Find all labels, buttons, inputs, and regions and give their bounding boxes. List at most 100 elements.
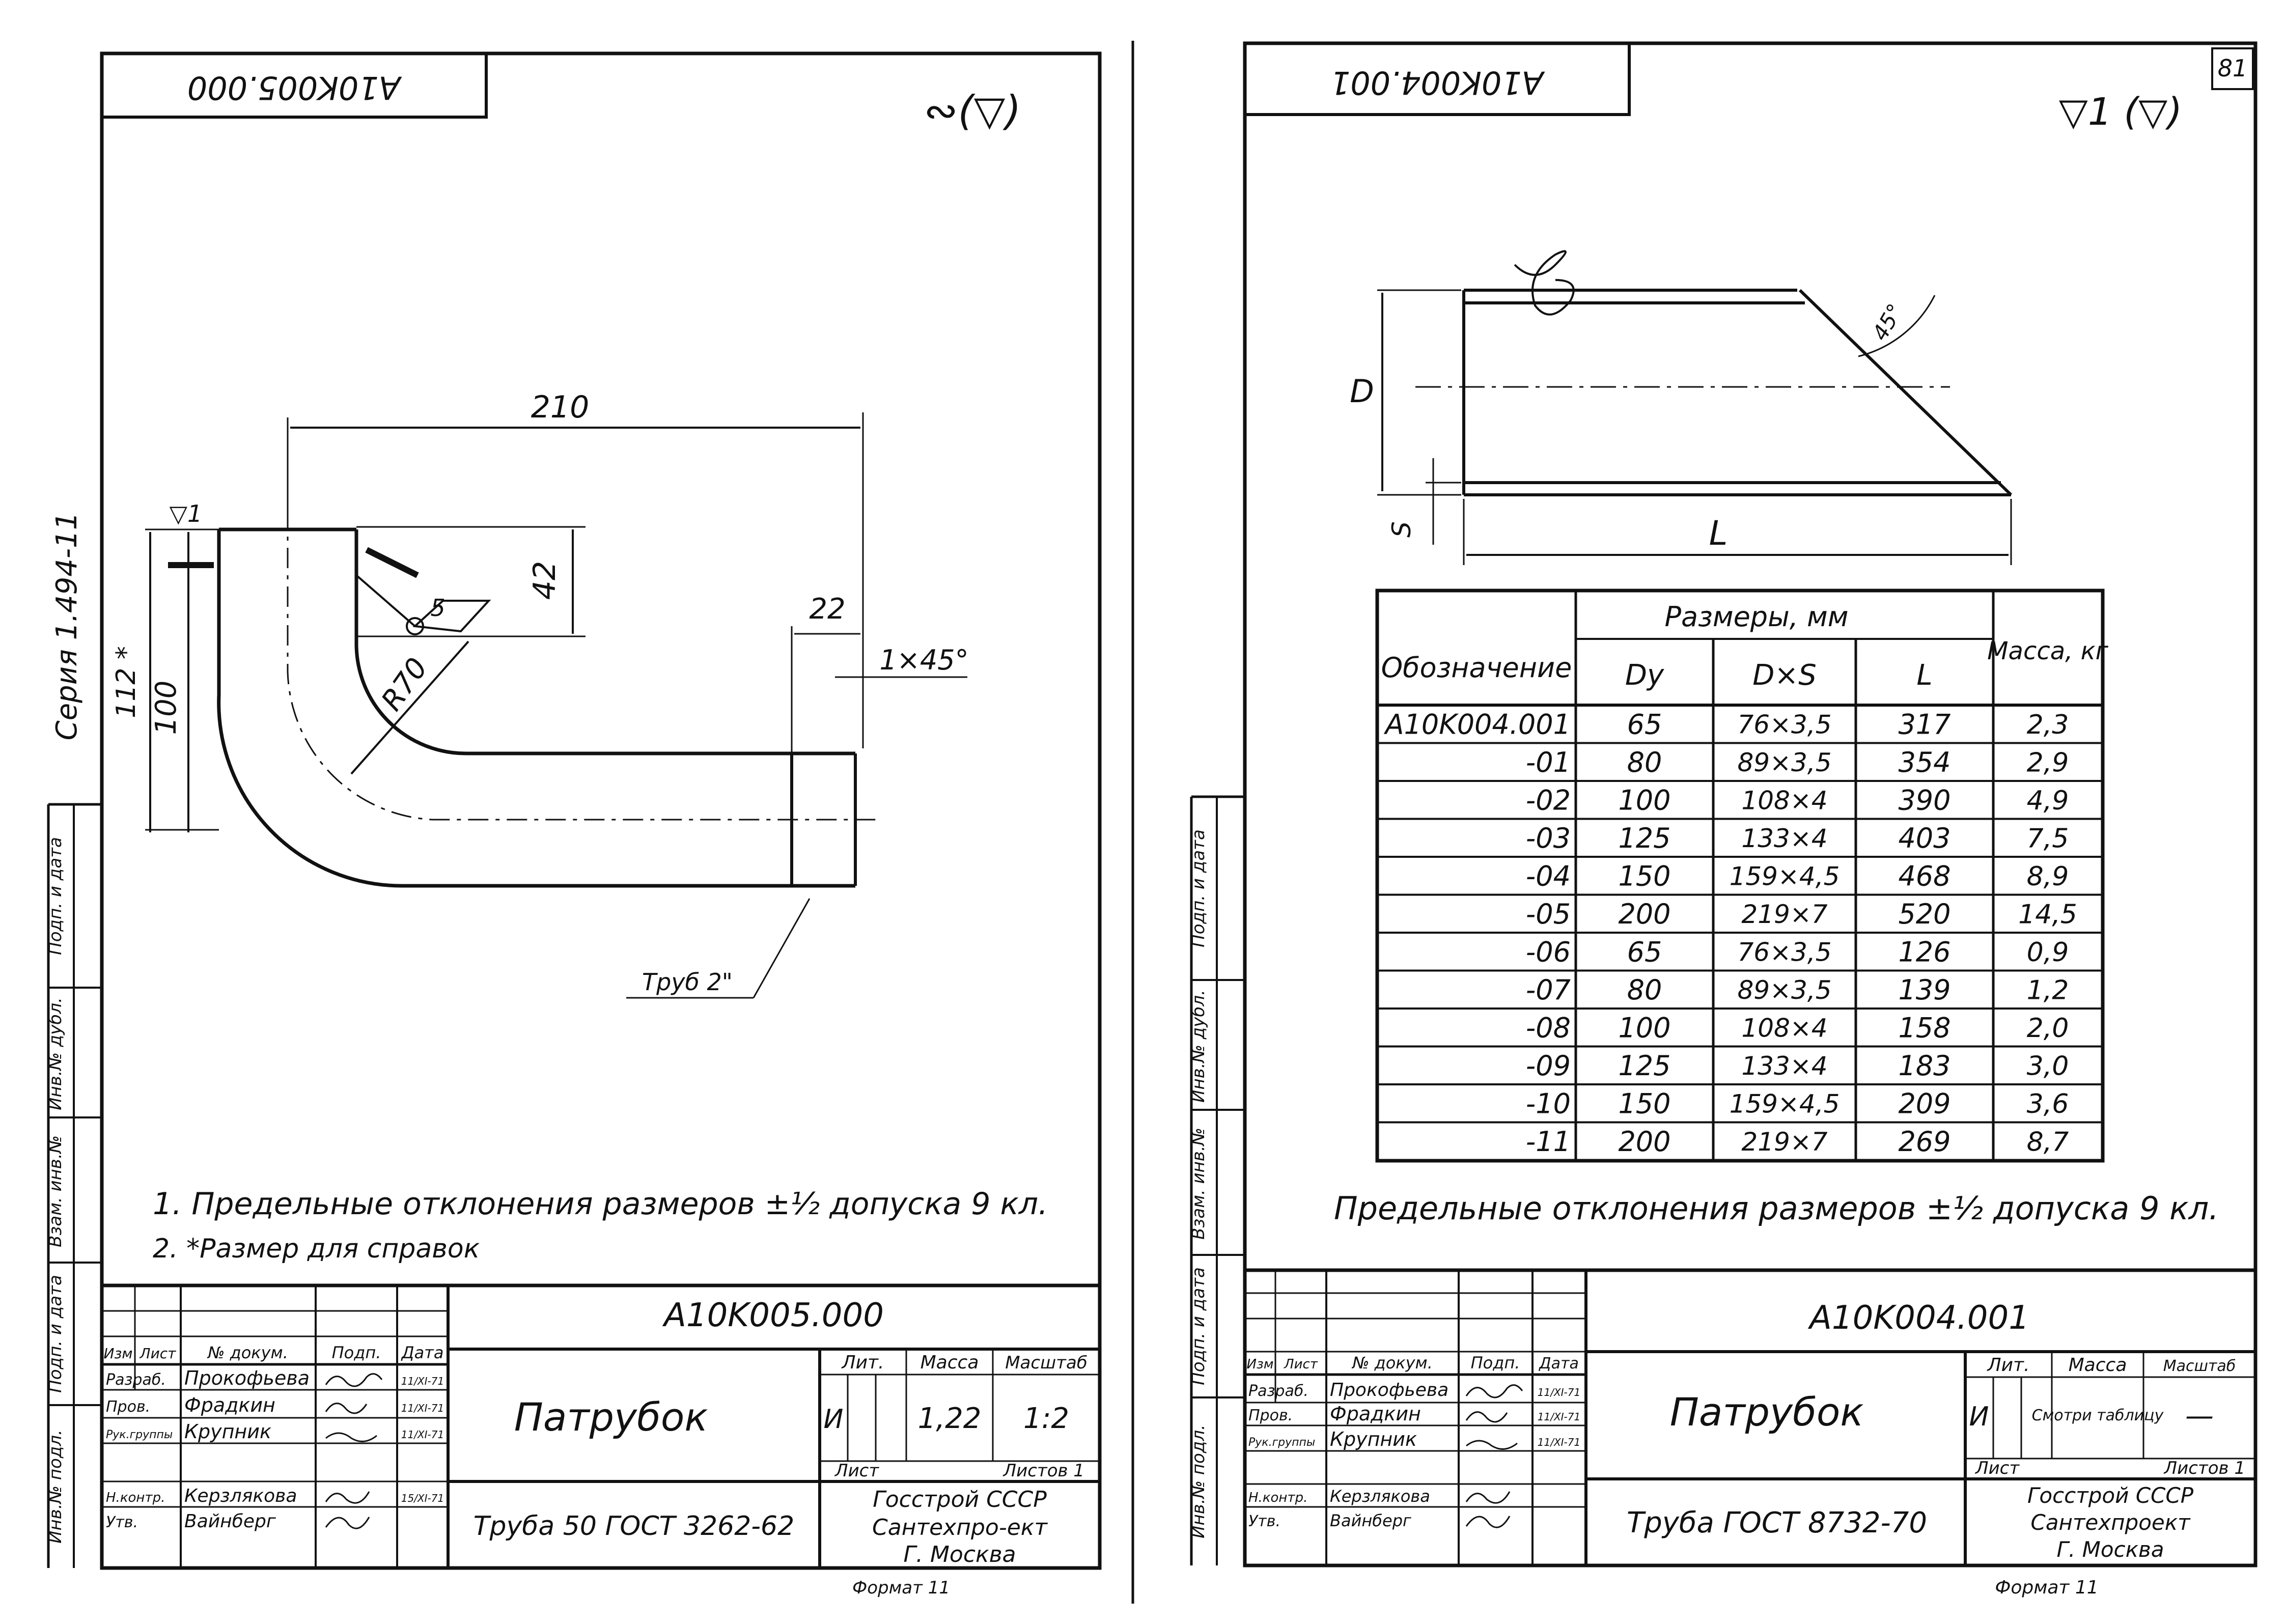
cell-mass: 3,0 — [2027, 1051, 2069, 1081]
left-scale-value: 1:2 — [1023, 1402, 1069, 1435]
tube-label: Труб 2" — [642, 968, 733, 996]
right-person-4: Вайнберг — [1330, 1511, 1411, 1530]
cell-mass: 0,9 — [2027, 937, 2069, 968]
cell-designation: -05 — [1526, 898, 1571, 930]
left-scale-header: Масштаб — [1005, 1353, 1088, 1373]
right-scale-value: — — [2185, 1399, 2214, 1433]
right-role-0: Разраб. — [1248, 1382, 1308, 1400]
cell-dy: 125 — [1618, 1050, 1670, 1082]
left-note-1: 1. Предельные отклонения размеров ±½ доп… — [153, 1186, 1048, 1222]
left-side-label-2: Взам. инв.№ — [45, 1135, 66, 1247]
cell-mass: 3,6 — [2027, 1089, 2069, 1119]
left-sheet-label: Лист — [834, 1461, 879, 1481]
cell-designation: -11 — [1526, 1126, 1571, 1158]
right-title-block: A10K004.001 Патрубок Труба ГОСТ 8732-70 … — [1245, 1268, 2255, 1598]
cell-designation: -09 — [1526, 1050, 1571, 1082]
cell-l: 317 — [1898, 709, 1950, 741]
left-org-line-2: Сантехпро-ект — [872, 1515, 1048, 1541]
th-dxs: D×S — [1752, 659, 1817, 692]
right-lit-header: Лит. — [1987, 1355, 2030, 1376]
right-role-2: Рук.группы — [1248, 1436, 1315, 1449]
right-hdr-date: Дата — [1538, 1355, 1579, 1373]
left-person-0: Прокофьева — [184, 1367, 310, 1389]
dim-22: 22 — [809, 593, 845, 626]
cell-dy: 65 — [1627, 936, 1662, 968]
right-org-line-2: Сантехпроект — [2030, 1510, 2191, 1535]
left-hdr-doc: № докум. — [207, 1343, 288, 1362]
right-side-label-2: Взам. инв.№ — [1188, 1128, 1209, 1240]
cell-designation: -08 — [1526, 1012, 1571, 1044]
right-date-1: 11/XI-71 — [1538, 1411, 1580, 1423]
cell-dy: 80 — [1627, 746, 1662, 778]
left-date-3: 15/XI-71 — [401, 1492, 444, 1504]
cell-dxs: 159×4,5 — [1730, 861, 1840, 891]
cell-l: 354 — [1898, 746, 1950, 778]
right-side-label-3: Инв.№ дубл. — [1188, 990, 1209, 1103]
left-code-box — [100, 52, 488, 119]
right-person-2: Крупник — [1330, 1428, 1417, 1450]
dim-D: D — [1350, 373, 1374, 410]
right-side-label-0: Инв.№ подл. — [1188, 1424, 1209, 1538]
dim-1x45: 1×45° — [879, 644, 968, 676]
left-stamp-code: A10K005.000 — [662, 1297, 884, 1334]
cell-l: 139 — [1898, 974, 1950, 1006]
right-side-label-4: Подп. и дата — [1188, 829, 1209, 947]
left-side-label-0: Инв.№ подл. — [45, 1430, 66, 1544]
cell-dy: 65 — [1627, 709, 1662, 741]
th-mass: Масса, кг — [1987, 637, 2109, 665]
left-hdr-list: Лист — [140, 1345, 177, 1362]
cell-dy: 80 — [1627, 974, 1662, 1006]
left-roughness-sign: ∾(▽) — [924, 87, 1021, 134]
left-hdr-izm: Изм — [104, 1345, 133, 1362]
page-number: 81 — [2218, 54, 2248, 82]
cell-designation: -02 — [1526, 785, 1571, 817]
cell-designation: -10 — [1526, 1088, 1571, 1120]
cell-dy: 125 — [1618, 822, 1670, 854]
surface-mark-left: ▽1 — [170, 500, 203, 527]
dim-L: L — [1709, 514, 1728, 553]
dim-210: 210 — [531, 389, 590, 425]
cell-mass: 7,5 — [2027, 823, 2069, 854]
right-hdr-doc: № докум. — [1351, 1353, 1433, 1373]
cell-dxs: 159×4,5 — [1730, 1089, 1840, 1118]
cell-dxs: 89×3,5 — [1737, 975, 1831, 1005]
right-sheet-label: Лист — [1974, 1458, 2020, 1478]
left-role-1: Пров. — [106, 1398, 150, 1416]
left-stamp-material: Труба 50 ГОСТ 3262-62 — [473, 1511, 794, 1542]
right-format: Формат 11 — [1995, 1577, 2098, 1598]
left-sheet: A10K005.000 ∾(▽) Серия 1.494-11 Инв.№ по… — [45, 51, 1102, 1598]
dim-angle: 45° — [1868, 299, 1908, 345]
right-date-2: 11/XI-71 — [1538, 1436, 1580, 1448]
left-person-1: Фрадкин — [184, 1394, 275, 1416]
right-org-line-3: Г. Москва — [2057, 1537, 2164, 1562]
left-person-4: Вайнберг — [184, 1511, 276, 1532]
right-role-3: Н.контр. — [1248, 1490, 1307, 1505]
right-sheets-count: Листов 1 — [2163, 1458, 2245, 1478]
right-hdr-izm: Изм — [1247, 1357, 1274, 1372]
cell-l: 158 — [1898, 1012, 1950, 1044]
right-date-0: 11/XI-71 — [1538, 1386, 1580, 1398]
left-hdr-date: Дата — [401, 1343, 444, 1362]
left-hdr-sign: Подп. — [332, 1343, 381, 1362]
dim-r70: R70 — [375, 652, 434, 717]
right-sheet: A10K004.001 81 ▽1 (▽) Инв.№ подл. Подп. … — [1188, 41, 2258, 1598]
left-frame — [100, 51, 1102, 1570]
left-org-line-1: Госстрой СССР — [873, 1487, 1047, 1513]
cell-dy: 150 — [1618, 1088, 1670, 1120]
cell-dxs: 76×3,5 — [1737, 710, 1831, 739]
cell-dxs: 108×4 — [1741, 786, 1827, 815]
left-side-label-1: Подп. и дата — [45, 1275, 66, 1393]
left-side-label-4: Подп. и дата — [45, 837, 66, 955]
right-lit-value: И — [1969, 1402, 1989, 1432]
cell-dxs: 89×3,5 — [1737, 748, 1831, 777]
right-roughness-sign: ▽1 (▽) — [2059, 90, 2182, 134]
left-person-2: Крупник — [184, 1420, 271, 1443]
